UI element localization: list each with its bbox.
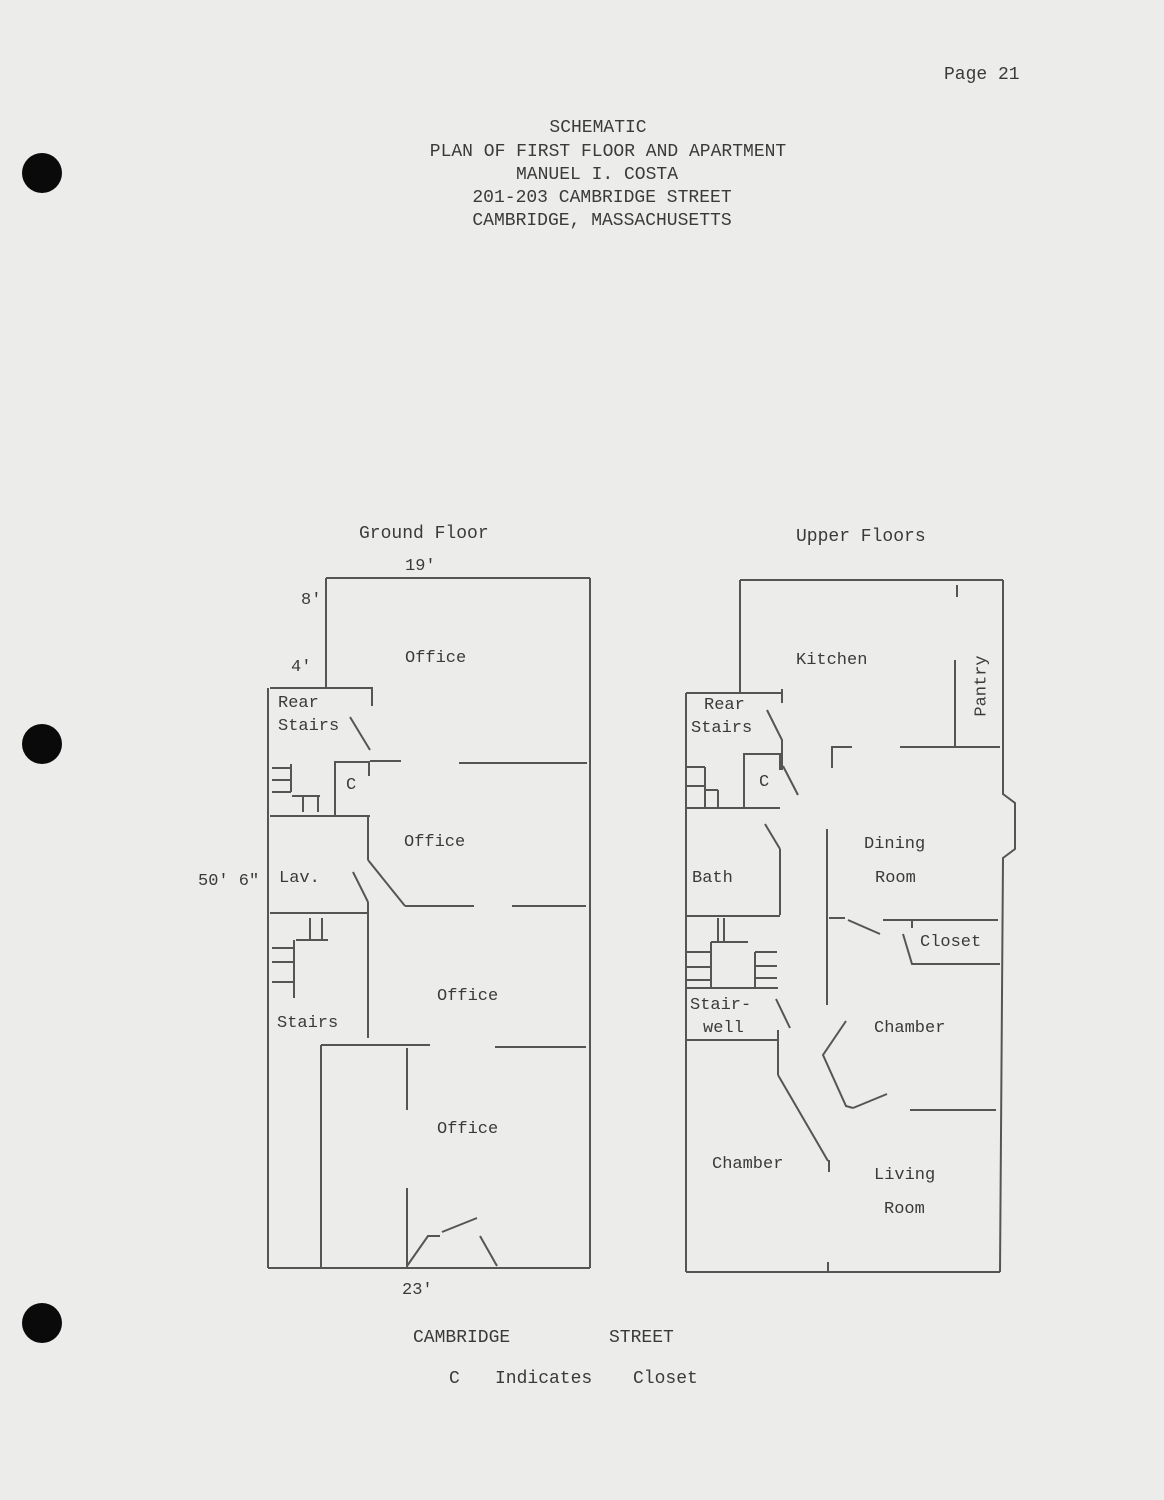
title-line: CAMBRIDGE, MASSACHUSETTS <box>472 211 732 231</box>
room-rear-stairs: Stairs <box>278 717 340 736</box>
page-number: Page 21 <box>944 65 1020 85</box>
legend-meaning: Closet <box>633 1369 698 1389</box>
room-office: Office <box>404 833 466 852</box>
binder-hole-top <box>22 153 62 193</box>
ground-floor-walls <box>267 577 591 1269</box>
closet-marker: C <box>346 776 357 795</box>
upper-floors-walls <box>685 579 1016 1273</box>
legend-text: Indicates <box>495 1369 593 1389</box>
dim-depth: 50' 6" <box>198 872 260 891</box>
title-line: MANUEL I. COSTA <box>515 165 679 185</box>
room-office: Office <box>405 649 467 668</box>
room-rear-stairs: Rear <box>704 696 745 715</box>
dim-upper-left: 8' <box>301 591 322 610</box>
room-lav: Lav. <box>279 869 320 888</box>
room-dining: Room <box>875 869 916 888</box>
street-label: CAMBRIDGE <box>413 1328 511 1348</box>
room-office: Office <box>437 1120 499 1139</box>
room-stairwell: Stair- <box>690 996 752 1015</box>
room-rear-stairs: Rear <box>278 694 319 713</box>
room-stairwell: well <box>703 1019 744 1038</box>
room-living: Living <box>874 1166 936 1185</box>
room-stairs: Stairs <box>277 1014 339 1033</box>
title-line: SCHEMATIC <box>549 118 647 138</box>
room-kitchen: Kitchen <box>796 651 868 670</box>
room-dining: Dining <box>864 835 926 854</box>
room-bath: Bath <box>692 869 733 888</box>
room-rear-stairs: Stairs <box>691 719 753 738</box>
ground-floor-heading: Ground Floor <box>359 524 489 544</box>
binder-hole-middle <box>22 724 62 764</box>
title-line: PLAN OF FIRST FLOOR AND APARTMENT <box>429 142 787 162</box>
room-chamber: Chamber <box>874 1019 946 1038</box>
title-line: 201-203 CAMBRIDGE STREET <box>472 188 732 208</box>
legend-symbol: C <box>449 1369 460 1389</box>
room-pantry: Pantry <box>972 655 992 717</box>
upper-floors-heading: Upper Floors <box>796 527 926 547</box>
room-living: Room <box>884 1200 925 1219</box>
street-label: STREET <box>609 1328 674 1348</box>
closet-marker: C <box>759 773 770 792</box>
binder-hole-bottom <box>22 1303 62 1343</box>
dim-bottom-width: 23' <box>402 1281 433 1300</box>
room-closet: Closet <box>920 933 982 952</box>
room-chamber: Chamber <box>712 1155 784 1174</box>
dim-top-width: 19' <box>405 557 436 576</box>
dim-step: 4' <box>291 658 312 677</box>
room-office: Office <box>437 987 499 1006</box>
